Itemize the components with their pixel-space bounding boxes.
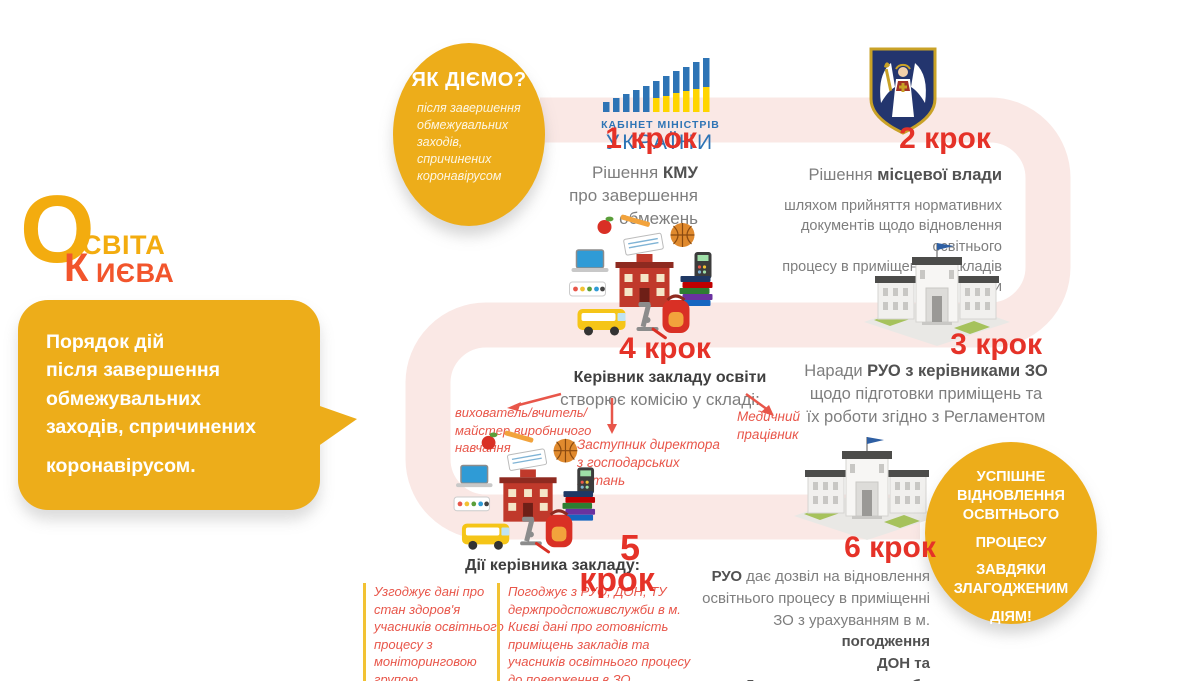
cabinet-of-ministers-emblem: КАБІНЕТ МІНІСТРІВ УКРАЇНИ — [583, 58, 738, 155]
step1-label: 1 крок — [605, 122, 697, 155]
bubble-line: коронавірусом. — [46, 455, 196, 478]
how-we-act-badge: ЯК ДІЄМО? після завершення обмежувальних… — [393, 43, 545, 226]
how-we-act-title: ЯК ДІЄМО? — [411, 69, 527, 91]
arrow-to-member2-icon — [607, 398, 617, 434]
logo-letter-o: О — [20, 176, 95, 283]
osvita-kyieva-logo: О СВІТА К ИЄВА — [20, 182, 240, 290]
step6-label: 6 крок — [844, 531, 936, 564]
arrow-to-member1-icon — [507, 392, 562, 411]
how-we-act-subtitle: після завершення обмежувальних заходів, … — [417, 101, 521, 183]
step4-member1: вихователь/вчитель/ майстер виробничого … — [455, 405, 592, 456]
speech-bubble-tail — [317, 405, 357, 447]
step2-label: 2 крок — [899, 122, 991, 155]
step5-word: крок — [579, 561, 655, 599]
step6-text: РУО дає дозвіл на відновлення освітнього… — [702, 568, 930, 681]
arrow-to-member3-icon — [745, 392, 774, 416]
step4-label: 4 крок — [619, 332, 711, 365]
bubble-line: заходів, спричинених — [46, 415, 256, 438]
government-building-icon — [792, 432, 942, 540]
kmu-bars-icon — [602, 58, 720, 112]
school-supplies-icon — [562, 212, 727, 352]
step3-label: 3 крок — [950, 328, 1042, 361]
bubble-line: Порядок дій — [46, 331, 165, 353]
step4-title: Керівник закладу освіти — [573, 369, 767, 386]
step5-number: 5 — [619, 527, 641, 568]
step3-text: Наради РУО з керівниками ЗО щодо підгото… — [804, 362, 1048, 427]
bubble-line: після завершення — [46, 359, 221, 382]
step4-member3: Медичний працівник — [737, 409, 801, 443]
step4-subtitle: створює комісію у складі: — [560, 390, 760, 409]
intro-speech-bubble: Порядок дій після завершення обмежувальн… — [18, 300, 357, 510]
success-badge: УСПІШНЕ ВІДНОВЛЕННЯ ОСВІТНЬОГО ПРОЦЕСУ З… — [925, 442, 1097, 625]
step5-note1: Узгоджує дані про стан здоров'я учасникі… — [363, 583, 504, 681]
logo-letter-k: К — [64, 246, 89, 290]
kmu-caption-bottom: УКРАЇНИ — [605, 131, 716, 154]
step5-title: Дії керівника закладу: — [465, 557, 640, 574]
logo-svita: СВІТА — [82, 230, 166, 260]
kmu-caption-top: КАБІНЕТ МІНІСТРІВ — [601, 119, 720, 131]
step5-note2: Погоджує з РУО, ДОН, ТУ держпродспоживсл… — [497, 583, 704, 681]
bubble-line: обмежувальних — [46, 387, 201, 410]
logo-yeva: ИЄВА — [96, 258, 175, 288]
school-supplies-icon — [448, 428, 608, 566]
